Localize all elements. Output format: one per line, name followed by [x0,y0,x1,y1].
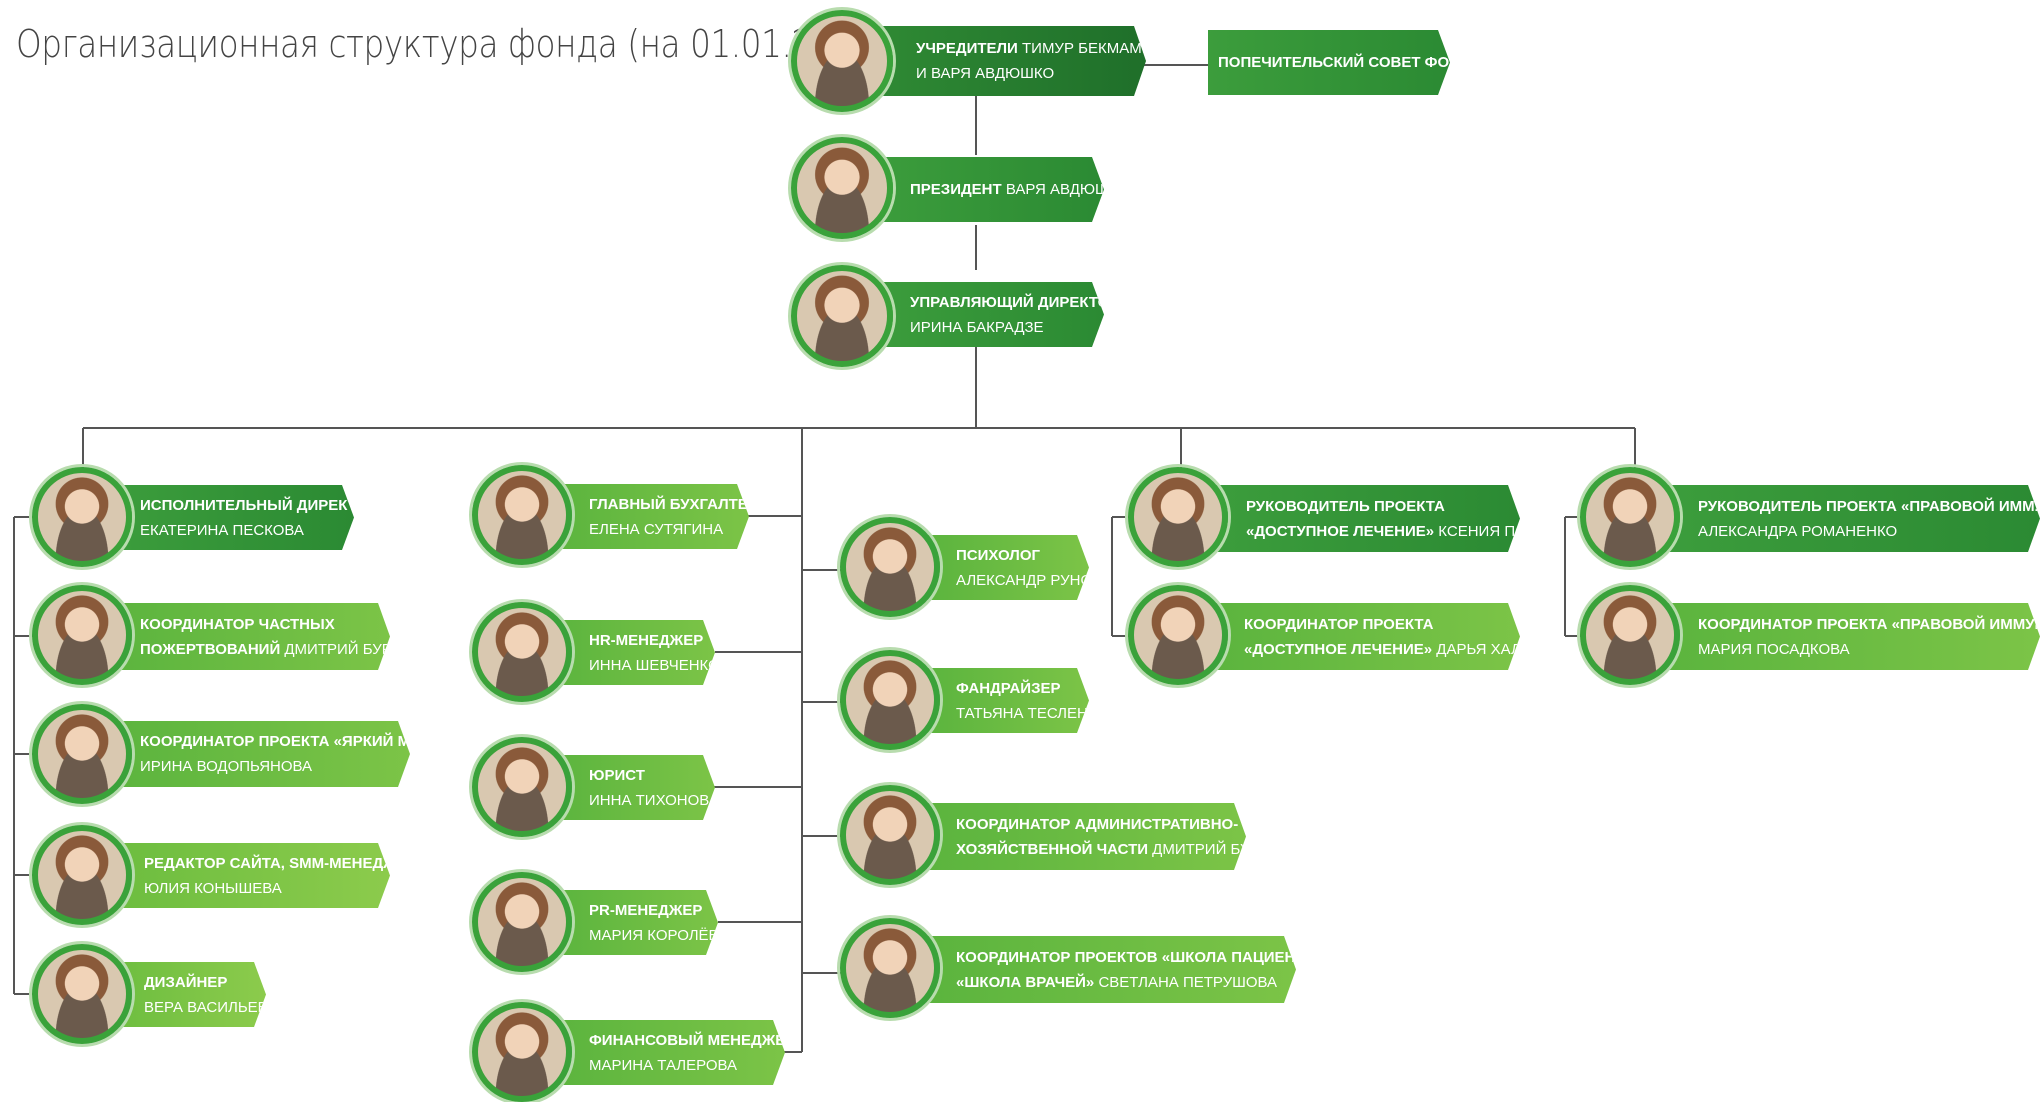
pr-photo [472,872,572,972]
lawyer-label: ЮРИСТ ИННА ТИХОНОВА [555,755,715,820]
admin-photo [840,785,940,885]
legal-coord-photo [1580,585,1680,685]
finance-label: ФИНАНСОВЫЙ МЕНЕДЖЕР МАРИНА ТАЛЕРОВА [555,1020,785,1085]
finance-name: МАРИНА ТАЛЕРОВА [589,1056,737,1074]
accountant-name: ЕЛЕНА СУТЯГИНА [589,520,724,538]
page-title: Организационная структура фонда (на 01.0… [16,22,886,66]
lawyer-photo [472,737,572,837]
president-title: ПРЕЗИДЕНТ [910,181,1002,198]
fundraiser-photo [840,650,940,750]
lawyer-title: ЮРИСТ [589,766,645,784]
founders-title: УЧРЕДИТЕЛИ [916,40,1018,57]
school-label: КООРДИНАТОР ПРОЕКТОВ «ШКОЛА ПАЦИЕНТОВ», … [926,936,1296,1003]
psych-photo [840,517,940,617]
designer-photo [32,944,132,1044]
designer-title: ДИЗАЙНЕР [144,973,228,991]
president-name: ВАРЯ АВДЮШКО [1001,181,1129,198]
private-photo [32,585,132,685]
bright-photo [32,704,132,804]
designer-label: ДИЗАЙНЕР ВЕРА ВАСИЛЬЕВА [110,962,266,1027]
managing-photo [791,265,893,367]
editor-name: ЮЛИЯ КОНЫШЕВА [144,879,282,897]
psych-label: ПСИХОЛОГ АЛЕКСАНДР РУНОВ [926,535,1089,600]
board-title: ПОПЕЧИТЕЛЬСКИЙ СОВЕТ ФОНДА [1218,54,1482,71]
finance-photo [472,1002,572,1102]
managing-title: УПРАВЛЯЮЩИЙ ДИРЕКТОР [910,293,1120,311]
private-title-2: ПОЖЕРТВОВАНИЙ [140,640,281,658]
legal-coord-label: КООРДИНАТОР ПРОЕКТА «ПРАВОВОЙ ИММУНИТЕТ»… [1662,603,2040,670]
bright-name: ИРИНА ВОДОПЬЯНОВА [140,758,313,775]
exec-photo [32,467,132,567]
accountant-photo [472,465,572,565]
dostup-head-label: РУКОВОДИТЕЛЬ ПРОЕКТА «ДОСТУПНОЕ ЛЕЧЕНИЕ»… [1210,485,1520,552]
founders-photo [791,10,893,112]
editor-label: РЕДАКТОР САЙТА, SMM-МЕНЕДЖЕР ЮЛИЯ КОНЫШЕ… [110,843,390,908]
exec-name: ЕКАТЕРИНА ПЕСКОВА [140,521,304,539]
bright-label: КООРДИНАТОР ПРОЕКТА «ЯРКИЙ МИР» ИРИНА ВО… [110,721,410,787]
dostup-head-title-1: РУКОВОДИТЕЛЬ ПРОЕКТА [1246,497,1445,515]
managing-label: УПРАВЛЯЮЩИЙ ДИРЕКТОР ИРИНА БАКРАДЗЕ [872,282,1104,347]
admin-title-2: ХОЗЯЙСТВЕННОЙ ЧАСТИ [956,840,1149,858]
dostup-coord-photo [1128,585,1228,685]
dostup-coord-title-2: «ДОСТУПНОЕ ЛЕЧЕНИЕ» [1244,640,1433,658]
legal-coord-title: КООРДИНАТОР ПРОЕКТА «ПРАВОВОЙ ИММУНИТЕТ» [1698,615,2040,633]
dostup-head-photo [1128,467,1228,567]
accountant-label: ГЛАВНЫЙ БУХГАЛТЕР ЕЛЕНА СУТЯГИНА [555,484,749,549]
legal-head-name: АЛЕКСАНДРА РОМАНЕНКО [1698,522,1898,540]
psych-name: АЛЕКСАНДР РУНОВ [956,571,1103,589]
bright-title: КООРДИНАТОР ПРОЕКТА «ЯРКИЙ МИР» [140,733,440,750]
accountant-title: ГЛАВНЫЙ БУХГАЛТЕР [589,495,758,513]
finance-title: ФИНАНСОВЫЙ МЕНЕДЖЕР [589,1031,796,1049]
legal-head-photo [1580,467,1680,567]
founders-name-2: И ВАРЯ АВДЮШКО [916,65,1055,82]
president-label: ПРЕЗИДЕНТ ВАРЯ АВДЮШКО [872,157,1104,222]
pr-title: PR-МЕНЕДЖЕР [589,901,703,919]
hr-photo [472,602,572,702]
founders-label: УЧРЕДИТЕЛИ ТИМУР БЕКМАМБЕТОВ И ВАРЯ АВДЮ… [872,26,1146,96]
school-photo [840,918,940,1018]
admin-label: КООРДИНАТОР АДМИНИСТРАТИВНО- ХОЗЯЙСТВЕНН… [926,803,1246,870]
psych-title: ПСИХОЛОГ [956,546,1041,564]
hr-title: HR-МЕНЕДЖЕР [589,631,704,649]
hr-label: HR-МЕНЕДЖЕР ИННА ШЕВЧЕНКО [555,620,715,685]
fundraiser-title: ФАНДРАЙЗЕР [956,679,1061,697]
editor-title: РЕДАКТОР САЙТА, SMM-МЕНЕДЖЕР [144,854,417,872]
editor-photo [32,825,132,925]
admin-title-1: КООРДИНАТОР АДМИНИСТРАТИВНО- [956,815,1239,833]
managing-name: ИРИНА БАКРАДЗЕ [910,318,1044,336]
legal-head-title: РУКОВОДИТЕЛЬ ПРОЕКТА «ПРАВОВОЙ ИММУНИТЕТ… [1698,497,2040,515]
private-label: КООРДИНАТОР ЧАСТНЫХ ПОЖЕРТВОВАНИЙ ДМИТРИ… [110,603,390,670]
legal-coord-name: МАРИЯ ПОСАДКОВА [1698,640,1850,658]
dostup-head-title-2: «ДОСТУПНОЕ ЛЕЧЕНИЕ» [1246,522,1435,540]
exec-label: ИСПОЛНИТЕЛЬНЫЙ ДИРЕКТОР ЕКАТЕРИНА ПЕСКОВ… [110,485,354,550]
hr-name: ИННА ШЕВЧЕНКО [589,656,720,674]
fundraiser-label: ФАНДРАЙЗЕР ТАТЬЯНА ТЕСЛЕНКО [926,668,1089,733]
dostup-coord-title-1: КООРДИНАТОР ПРОЕКТА [1244,615,1434,633]
fundraiser-name: ТАТЬЯНА ТЕСЛЕНКО [956,704,1109,722]
school-title-1: КООРДИНАТОР ПРОЕКТОВ «ШКОЛА ПАЦИЕНТОВ», [956,948,1340,966]
board-label: ПОПЕЧИТЕЛЬСКИЙ СОВЕТ ФОНДА [1208,30,1450,95]
dostup-coord-label: КООРДИНАТОР ПРОЕКТА «ДОСТУПНОЕ ЛЕЧЕНИЕ» … [1210,603,1520,670]
school-title-2: «ШКОЛА ВРАЧЕЙ» [956,973,1095,991]
lawyer-name: ИННА ТИХОНОВА [589,791,719,809]
school-name: СВЕТЛАНА ПЕТРУШОВА [1094,973,1278,991]
legal-head-label: РУКОВОДИТЕЛЬ ПРОЕКТА «ПРАВОВОЙ ИММУНИТЕТ… [1662,485,2040,552]
pr-label: PR-МЕНЕДЖЕР МАРИЯ КОРОЛЁВА [555,890,718,955]
exec-title: ИСПОЛНИТЕЛЬНЫЙ ДИРЕКТОР [140,496,379,514]
designer-name: ВЕРА ВАСИЛЬЕВА [144,998,278,1016]
pr-name: МАРИЯ КОРОЛЁВА [589,926,729,944]
private-title-1: КООРДИНАТОР ЧАСТНЫХ [140,615,335,633]
president-photo [791,137,893,239]
